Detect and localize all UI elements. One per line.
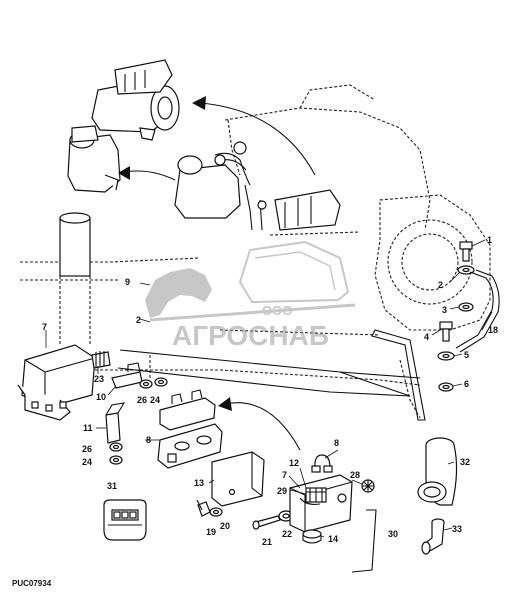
screw-19	[196, 499, 211, 517]
callout-26-lower: 26	[82, 444, 92, 454]
bracket-10	[111, 362, 143, 389]
fuse-holder-8-left	[157, 389, 223, 469]
callout-10: 10	[96, 392, 106, 402]
callout-18: 18	[488, 325, 498, 335]
cover-13	[211, 451, 265, 507]
fuse-box-12	[289, 474, 353, 533]
arrow-head-fuse-holder	[218, 397, 232, 411]
callout-8-right: 8	[334, 438, 339, 448]
relay-7	[17, 344, 96, 421]
elbow-33	[421, 518, 445, 555]
callout-31: 31	[107, 481, 117, 491]
drawing-code: PUC07934	[12, 579, 52, 588]
hose-elbow-32	[417, 437, 458, 506]
callout-4: 4	[424, 332, 429, 342]
callout-8-left: 8	[146, 435, 151, 445]
nut-24-lower	[109, 455, 123, 465]
rod-30	[351, 509, 377, 573]
callout-19: 19	[206, 527, 216, 537]
nut-26-upper	[139, 379, 153, 389]
nut-3	[458, 302, 474, 312]
callout-28: 28	[350, 470, 360, 480]
callout-12: 12	[289, 458, 299, 468]
callout-9: 9	[125, 277, 130, 287]
screw-21	[252, 515, 281, 530]
callout-33: 33	[452, 524, 462, 534]
callout-7-left: 7	[42, 322, 47, 332]
callout-14: 14	[328, 534, 338, 544]
arrow-to-starter	[199, 102, 316, 176]
callout-3: 3	[442, 305, 447, 315]
callout-5: 5	[464, 350, 469, 360]
starter-motor	[91, 59, 180, 141]
callout-23: 23	[94, 374, 104, 384]
arrow-to-fuse-holder	[224, 402, 301, 451]
solenoid	[67, 125, 121, 193]
callout-2-right: 2	[438, 280, 443, 290]
callout-7-right: 7	[282, 470, 287, 480]
callout-2-left: 2	[136, 315, 141, 325]
connector-31	[103, 499, 147, 541]
callout-labels: 1 2 2 3 4 5 6 7 7 8 8 9 10 11 12 13 14 1…	[42, 235, 498, 547]
washer-20	[209, 507, 223, 517]
watermark-logo: ООО АГРОСНАБ	[145, 240, 356, 351]
bolt-1	[459, 241, 473, 262]
connector-28	[361, 479, 375, 493]
fuse-8-right	[311, 454, 333, 473]
callout-26-upper: 26	[137, 395, 147, 405]
watermark-gear-icon	[145, 268, 212, 318]
callout-1: 1	[487, 235, 492, 245]
arrow-head-starter	[192, 96, 206, 110]
callout-22: 22	[282, 529, 292, 539]
nut-24-upper	[154, 377, 168, 387]
arrow-to-solenoid	[124, 170, 176, 181]
starter-installed	[174, 141, 267, 231]
connector-23	[91, 351, 111, 369]
bolt-4	[439, 321, 453, 342]
callout-30: 30	[388, 529, 398, 539]
frame-rail	[117, 329, 426, 421]
callout-24-lower: 24	[82, 457, 92, 467]
watermark-company-form: ООО	[262, 303, 292, 318]
callout-29: 29	[277, 486, 287, 496]
leader-lines	[45, 239, 493, 538]
nut-6	[438, 382, 454, 392]
callout-13: 13	[194, 478, 204, 488]
nut-26-lower	[109, 442, 123, 452]
engine-block-starter-area	[269, 189, 361, 236]
callout-6: 6	[464, 379, 469, 389]
callout-21: 21	[262, 537, 272, 547]
callout-24-upper: 24	[150, 395, 160, 405]
ground-strap-18	[455, 269, 500, 353]
air-intake-pipe	[59, 212, 91, 345]
callout-11: 11	[83, 423, 93, 433]
watermark-company-name: АГРОСНАБ	[172, 320, 329, 351]
grommet-14	[302, 529, 322, 544]
arrow-head-solenoid	[118, 166, 130, 180]
bracket-11	[105, 402, 126, 444]
engine-outline	[20, 84, 491, 419]
washer-5	[437, 351, 455, 361]
callout-20: 20	[220, 521, 230, 531]
callout-32: 32	[460, 457, 470, 467]
